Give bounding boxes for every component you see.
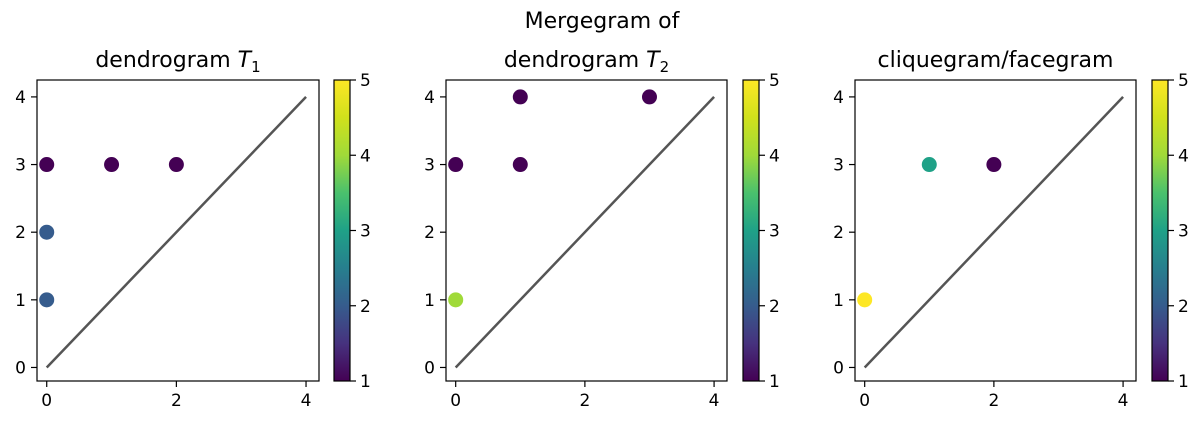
colorbar-tick-label: 2 xyxy=(769,297,780,317)
diagonal-line xyxy=(863,96,1124,369)
colorbar-tick-label: 4 xyxy=(1178,146,1189,166)
y-tick-label: 2 xyxy=(15,223,26,243)
y-tick-label: 2 xyxy=(424,223,435,243)
diagonal-line xyxy=(45,96,307,369)
data-point xyxy=(104,157,120,173)
data-point xyxy=(921,157,937,173)
colorbar-tick-label: 5 xyxy=(1178,71,1189,91)
y-tick-label: 1 xyxy=(833,291,844,311)
y-tick-label: 3 xyxy=(15,156,26,176)
x-tick-label: 2 xyxy=(579,391,590,411)
chart-panel-3: cliquegram/facegram 0 2 4 0 1 2 3 4 1 2 3 4 5 xyxy=(833,48,1189,411)
colorbar-tick-label: 2 xyxy=(1178,297,1189,317)
data-point xyxy=(641,89,657,105)
y-tick-label: 4 xyxy=(833,88,844,108)
data-point xyxy=(448,157,464,173)
data-point xyxy=(39,224,55,240)
y-tick-label: 0 xyxy=(424,358,435,378)
x-tick-label: 0 xyxy=(450,391,461,411)
colorbar-tick-label: 1 xyxy=(1178,372,1189,392)
x-tick-label: 2 xyxy=(988,391,999,411)
data-point xyxy=(857,292,873,308)
panel-title: cliquegram/facegram xyxy=(878,48,1114,73)
chart-panel-2: dendrogram T2 0 2 4 0 1 2 3 4 1 2 3 4 5 xyxy=(424,48,780,411)
plot-area-frame xyxy=(854,79,1137,382)
x-tick-label: 0 xyxy=(859,391,870,411)
figure-suptitle: Mergegram of xyxy=(525,9,681,34)
x-tick-label: 4 xyxy=(1118,391,1129,411)
colorbar-tick-label: 4 xyxy=(360,146,371,166)
y-tick-label: 4 xyxy=(424,88,435,108)
panel-title: dendrogram T2 xyxy=(504,48,669,76)
x-tick-label: 4 xyxy=(709,391,720,411)
data-point xyxy=(168,157,184,173)
y-tick-label: 0 xyxy=(833,358,844,378)
y-tick-label: 3 xyxy=(424,156,435,176)
colorbar-tick-label: 3 xyxy=(1178,222,1189,242)
diagonal-line xyxy=(454,96,715,369)
x-tick-label: 4 xyxy=(301,391,312,411)
data-point xyxy=(39,157,55,173)
colorbar xyxy=(742,79,760,382)
panel-title: dendrogram T1 xyxy=(95,48,260,76)
data-point xyxy=(448,292,464,308)
y-tick-label: 1 xyxy=(15,291,26,311)
data-point xyxy=(512,89,528,105)
colorbar-tick-label: 4 xyxy=(769,146,780,166)
plot-area-frame xyxy=(445,79,728,382)
y-tick-label: 0 xyxy=(15,358,26,378)
colorbar-tick-label: 5 xyxy=(360,71,371,91)
colorbar xyxy=(333,79,351,382)
y-tick-label: 2 xyxy=(833,223,844,243)
colorbar-tick-label: 2 xyxy=(360,297,371,317)
colorbar-tick-label: 5 xyxy=(769,71,780,91)
chart-panel-1: dendrogram T1 0 2 4 0 1 2 3 4 1 2 3 4 5 xyxy=(15,48,371,411)
y-tick-label: 4 xyxy=(15,88,26,108)
colorbar-tick-label: 3 xyxy=(769,222,780,242)
plot-area-frame xyxy=(36,79,320,382)
data-point xyxy=(512,157,528,173)
data-point xyxy=(986,157,1002,173)
colorbar xyxy=(1151,79,1169,382)
x-tick-label: 2 xyxy=(171,391,182,411)
y-tick-label: 1 xyxy=(424,291,435,311)
colorbar-tick-label: 1 xyxy=(769,372,780,392)
x-tick-label: 0 xyxy=(41,391,52,411)
data-point xyxy=(39,292,55,308)
y-tick-label: 3 xyxy=(833,156,844,176)
colorbar-tick-label: 1 xyxy=(360,372,371,392)
colorbar-tick-label: 3 xyxy=(360,222,371,242)
